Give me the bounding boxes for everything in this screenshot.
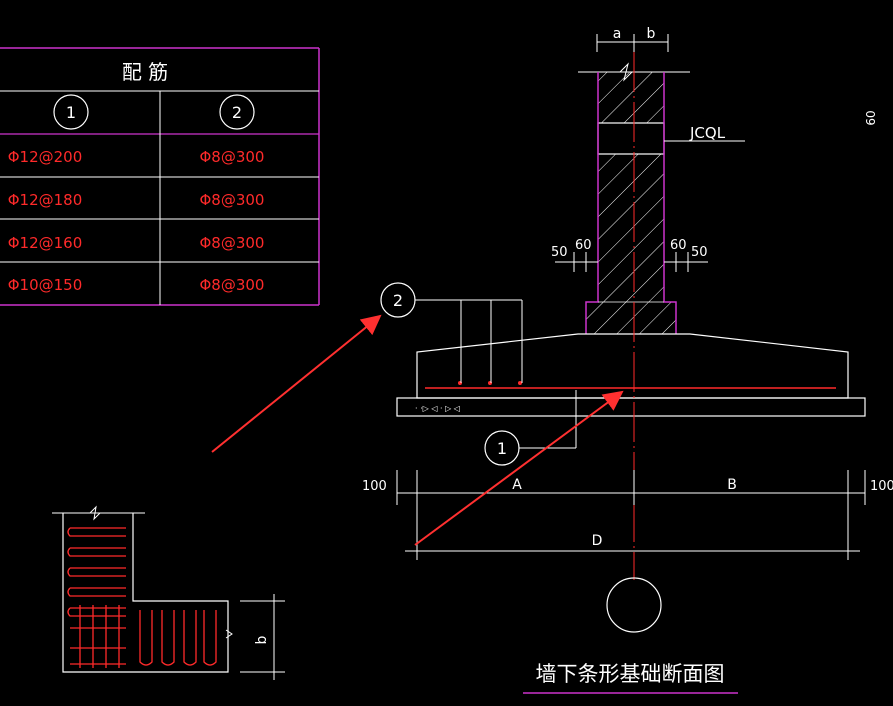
dim-b-label: b xyxy=(647,26,656,42)
table-header: 配 筋 xyxy=(122,60,168,84)
edge-label: 60 xyxy=(864,110,878,125)
ring-beam-label: JCQL xyxy=(689,124,726,142)
table-cell: Φ8@300 xyxy=(200,191,265,209)
annotation-arrows xyxy=(211,314,624,546)
wall-body xyxy=(598,72,664,302)
right-offset-60: 60 xyxy=(670,238,687,253)
dim-B: B xyxy=(727,477,737,493)
dim-right-100: 100 xyxy=(870,479,893,494)
dim-A: A xyxy=(512,477,522,493)
table-cell: Φ10@150 xyxy=(8,276,83,294)
wall-outline xyxy=(585,72,677,334)
left-offset-50: 50 xyxy=(551,245,568,260)
table-cell: Φ8@300 xyxy=(200,276,265,294)
wall-footing xyxy=(586,302,676,334)
table-col1-marker: 1 xyxy=(66,103,76,122)
arrow-to-bottom-rebar xyxy=(414,390,624,546)
foundation-section: a b JCQL 50 60 60 50 xyxy=(362,26,893,694)
table-col2-marker-circle xyxy=(219,94,255,130)
axis-bubble xyxy=(606,577,662,633)
table-cell: Φ12@160 xyxy=(8,234,83,252)
table-cell: Φ12@180 xyxy=(8,191,83,209)
table-cell: Φ8@300 xyxy=(200,148,265,166)
table-col1-marker-circle xyxy=(53,94,89,130)
drawing-title: 墙下条形基础断面图 xyxy=(536,662,725,686)
right-offset-50: 50 xyxy=(691,245,708,260)
corner-dim-b: b xyxy=(254,635,270,644)
dim-left-100: 100 xyxy=(362,479,387,494)
arrow-to-marker-2 xyxy=(211,314,382,453)
left-offset-60: 60 xyxy=(575,238,592,253)
dim-a-label: a xyxy=(613,26,622,42)
table-cell: Φ8@300 xyxy=(200,234,265,252)
ring-beam xyxy=(597,122,665,155)
dim-D: D xyxy=(592,533,603,549)
svg-text:· ·▷ ◁ · ▷ ◁: · ·▷ ◁ · ▷ ◁ xyxy=(415,404,460,413)
table-cell: Φ12@200 xyxy=(8,148,83,166)
table-col2-marker: 2 xyxy=(232,103,242,122)
cushion-layer xyxy=(396,397,866,417)
marker-2-label: 2 xyxy=(393,291,403,310)
corner-detail: b xyxy=(52,505,285,680)
rebar-table: 配 筋 1 2 Φ12@200 Φ8@300 Φ12@180 Φ8@300 Φ1… xyxy=(0,47,320,306)
marker-1-label: 1 xyxy=(497,439,507,458)
